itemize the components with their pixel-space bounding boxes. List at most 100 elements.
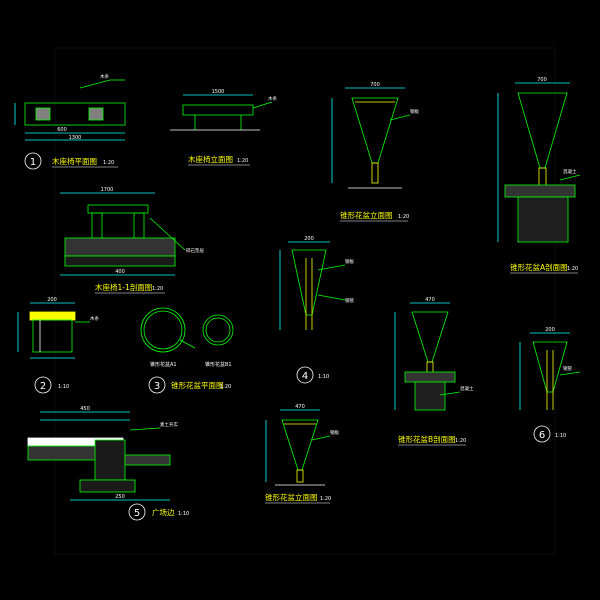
detail-marker-5 [128, 503, 146, 521]
plaza-dim-top-text: 450 [80, 406, 90, 412]
detail6-note: 钢管 [563, 365, 572, 372]
planter-plan-b-label: 锥形花盆B1 [205, 361, 232, 368]
plaza-paving-lower [124, 454, 171, 466]
planter-plan-a-inner [143, 310, 183, 350]
planter-b-dim-top-text: 470 [425, 297, 435, 303]
bench-elev-leader [252, 101, 273, 109]
bench-plan-title: 木座椅平面图 [52, 156, 97, 166]
bench-elevation-scale: 1:20 [237, 158, 248, 164]
bench-plan-note: 木条 [100, 73, 109, 80]
detail2-note: 木条 [90, 315, 99, 322]
bench-sect-leader [149, 217, 186, 251]
detail-marker-4 [296, 366, 314, 384]
bench-plan-view [14, 79, 126, 141]
plaza-dim-bottom-text: 250 [115, 494, 125, 500]
planter-a-section-title: 锥形花盆A剖面图 [510, 262, 568, 272]
planter-elevation-bottom [265, 409, 331, 486]
detail4-note-1: 钢板 [345, 258, 354, 265]
planter-a-leader [559, 174, 581, 181]
detail6-scale: 1:10 [555, 433, 566, 439]
planter-elev-dim-top-text: 700 [370, 82, 380, 88]
bench-plan-leg-right [88, 107, 104, 121]
planter-b-note: 混凝土 [460, 385, 474, 392]
planter-a-footing [517, 196, 569, 243]
detail-marker-3 [148, 376, 166, 394]
planter-elevation-scale: 1:20 [398, 214, 409, 220]
planter-a-dim-top-text: 700 [537, 77, 547, 83]
plaza-edge-scale: 1:10 [178, 511, 189, 517]
bench-plan-dim-total-text: 1300 [69, 135, 82, 141]
bench-elev-note: 木条 [268, 95, 277, 102]
planter-elev2-leader [311, 435, 331, 441]
plaza-footing [79, 479, 136, 493]
bench-section-scale: 1:20 [152, 286, 163, 292]
planter-elevation-b-scale: 1:20 [320, 496, 331, 502]
planter-plan-view [140, 307, 234, 353]
detail-marker-2 [34, 376, 52, 394]
planter-elevation-b-title: 锥形花盆立面图 [265, 492, 318, 502]
bench-sect-dim-top-text: 1700 [101, 187, 114, 193]
planter-elev2-dim-top-text: 470 [295, 404, 305, 410]
planter-b-footing [414, 381, 446, 411]
detail-marker-6-text: 6 [539, 430, 545, 441]
bench-section-title: 木座椅1-1剖面图 [95, 282, 152, 292]
detail6-dim-top-text: 200 [545, 327, 555, 333]
planter-section-a [497, 82, 581, 243]
plaza-curb [94, 439, 126, 481]
detail2-dim-top-text: 200 [47, 297, 57, 303]
plaza-edge-title: 广场边 [152, 507, 175, 517]
bench-elev-seat [182, 104, 254, 116]
planter-a-note: 混凝土 [563, 168, 577, 175]
detail-marker-5-text: 5 [134, 508, 140, 519]
planter-b-leader [439, 391, 461, 396]
detail-2-section [17, 302, 90, 359]
bench-sect-gravel [64, 255, 176, 267]
detail-marker-1-text: 1 [30, 157, 36, 168]
planter-b-section-title: 锥形花盆B剖面图 [398, 434, 456, 444]
bench-plan-scale: 1:20 [103, 160, 114, 166]
planter-elevation-title: 锥形花盆立面图 [340, 210, 393, 220]
detail2-body [32, 319, 73, 353]
detail-marker-1 [24, 152, 42, 170]
detail-6-section [519, 332, 581, 410]
planter-elev2-stem [296, 469, 304, 483]
detail-marker-2-text: 2 [40, 381, 46, 392]
bench-elev-dim-text: 1500 [212, 89, 225, 95]
planter-a-paving [504, 184, 576, 198]
planter-b-section-scale: 1:20 [455, 438, 466, 444]
detail2-scale: 1:10 [58, 384, 69, 390]
bench-plan-dim-text: 600 [57, 127, 67, 133]
planter-section-b [394, 302, 461, 411]
detail4-scale: 1:10 [318, 374, 329, 380]
detail-marker-6 [533, 425, 551, 443]
bench-elevation-title: 木座椅立面图 [188, 154, 233, 164]
bench-sect-foundation [64, 237, 176, 257]
detail-marker-3-text: 3 [154, 381, 160, 392]
planter-elev-stem [371, 162, 379, 184]
detail4-leader-2 [317, 294, 346, 301]
planter-plan-b-inner [205, 317, 231, 343]
bench-section-view [60, 192, 186, 276]
bench-plan-leg-left [35, 107, 51, 121]
bench-sect-seat [87, 204, 149, 214]
detail2-cap [29, 311, 76, 321]
bench-sect-dim-bottom-text: 400 [115, 269, 125, 275]
drawing-frame [54, 47, 556, 555]
detail6-leader [559, 371, 581, 376]
planter-plan-b-outer [202, 314, 234, 346]
planter-plan-a-outer [140, 307, 186, 353]
plaza-leader [129, 427, 161, 431]
bench-plan-outline [24, 102, 126, 126]
detail-marker-4-text: 4 [302, 371, 308, 382]
planter-plan-scale: 1:20 [220, 384, 231, 390]
bench-plan-leader [79, 79, 111, 89]
detail4-dim-top-text: 200 [304, 236, 314, 242]
plaza-note: 素土夯实 [160, 421, 178, 428]
planter-b-paving [404, 371, 456, 383]
planter-elev-leader [389, 114, 411, 121]
plaza-base-left [27, 445, 99, 461]
bench-sect-note: 碎石垫层 [186, 247, 204, 254]
planter-plan-a-label: 锥形花盆A1 [150, 361, 177, 368]
